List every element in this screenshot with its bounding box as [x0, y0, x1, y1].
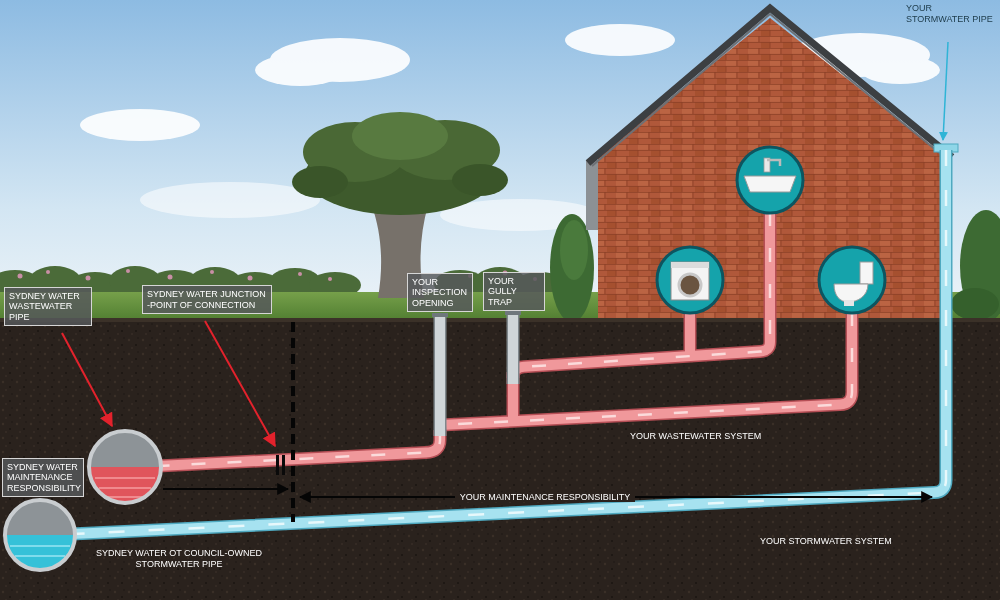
callout-box: SYDNEY WATER WASTEWATER PIPE — [4, 287, 92, 326]
callout-text: SYDNEY WATER WASTEWATER PIPE — [9, 291, 87, 322]
system-label: YOUR STORMWATER SYSTEM — [760, 536, 892, 547]
callout-box: YOUR GULLY TRAP — [483, 272, 545, 311]
fixtures — [657, 147, 885, 313]
callout-box: SYDNEY WATER JUNCTION -POINT OF CONNECTI… — [142, 285, 272, 314]
pipe-label: YOUR STORMWATER PIPE — [906, 3, 996, 25]
label-text: YOUR WASTEWATER SYSTEM — [630, 431, 761, 442]
label-text: YOUR MAINTENANCE RESPONSIBILITY — [460, 492, 631, 503]
callout-box: SYDNEY WATER MAINTENANCE RESPONSIBILITY — [2, 458, 84, 497]
stormwater-pipe — [72, 144, 958, 534]
pipe-label: SYDNEY WATER OT COUNCIL-OWNED STORMWATER… — [88, 548, 270, 570]
callout-text: YOUR GULLY TRAP — [488, 276, 540, 307]
leader-arrows — [62, 42, 948, 446]
tree — [292, 112, 508, 298]
callout-text: SYDNEY WATER JUNCTION -POINT OF CONNECTI… — [147, 289, 267, 310]
system-label: YOUR WASTEWATER SYSTEM — [630, 431, 761, 442]
junction — [276, 322, 293, 522]
sydney-wastewater-main — [89, 431, 161, 503]
council-stormwater-main — [5, 500, 75, 570]
label-text: YOUR STORMWATER SYSTEM — [760, 536, 892, 547]
callout-text: YOUR INSPECTION OPENING — [412, 277, 468, 308]
wastewater-pipes — [158, 212, 852, 466]
responsibility-label: YOUR MAINTENANCE RESPONSIBILITY — [455, 492, 636, 503]
label-text: SYDNEY WATER OT COUNCIL-OWNED STORMWATER… — [88, 548, 270, 570]
callout-box: YOUR INSPECTION OPENING — [407, 273, 473, 312]
callout-text: SYDNEY WATER MAINTENANCE RESPONSIBILITY — [7, 462, 79, 493]
label-text: YOUR STORMWATER PIPE — [906, 3, 996, 25]
riser-pipes — [432, 311, 521, 436]
